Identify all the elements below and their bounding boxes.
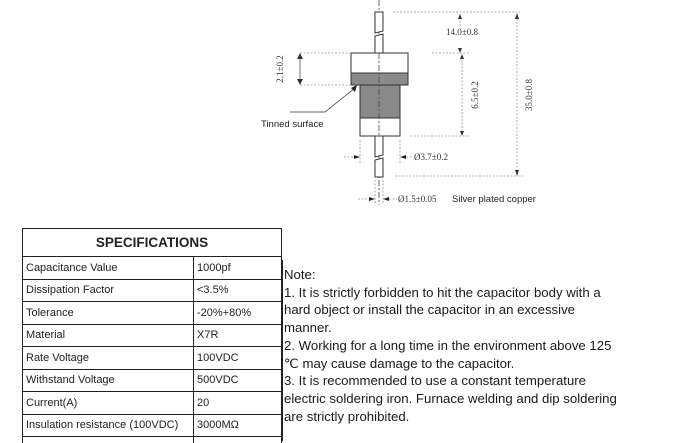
notes-heading: Note:: [284, 266, 654, 284]
spec-key: Rate Voltage: [23, 347, 194, 370]
specifications-title: SPECIFICATIONS: [23, 229, 282, 257]
spec-value: <3.5%: [194, 279, 282, 302]
table-row: Tolerance-20%+80%: [23, 302, 282, 325]
cap-length-dimension: 2.1±0.2: [275, 53, 350, 85]
lead-diameter-dimension: Ø1.5±0.05 Silver plated copper: [358, 180, 536, 205]
body-diameter-dimension: Ø3.7±0.2: [344, 140, 448, 165]
spec-value: X7R: [194, 324, 282, 347]
bottom-lead: [375, 136, 383, 177]
table-row-partial: [23, 437, 282, 443]
note-line: 1. It is strictly forbidden to hit the c…: [284, 284, 654, 302]
spec-value: 500VDC: [194, 369, 282, 392]
notes-divider: [282, 260, 283, 441]
spec-key: Capacitance Value: [23, 257, 194, 280]
tinned-band: [351, 73, 408, 85]
note-line: manner.: [284, 319, 654, 337]
spec-key: Withstand Voltage: [23, 369, 194, 392]
capacitor-dimension-drawing: 2.1±0.2 Tinned surface 14.0±0.8 6.5±0.2 …: [0, 0, 700, 215]
body-length-dimension: 6.5±0.2: [410, 54, 480, 136]
capacitor-body-bottom: [360, 118, 400, 136]
spec-key: Insulation resistance (100VDC): [23, 414, 194, 437]
note-line: hard object or install the capacitor in …: [284, 301, 654, 319]
note-line: 2. Working for a long time in the enviro…: [284, 337, 654, 355]
tinned-surface-callout: Tinned surface: [261, 85, 357, 130]
cap-length-label: 2.1±0.2: [275, 55, 285, 82]
lead-material-label: Silver plated copper: [452, 194, 536, 205]
total-length-label: 35.0±0.8: [524, 79, 534, 111]
lead-diameter-label: Ø1.5±0.05: [398, 194, 437, 204]
lead-length-dimension: 14.0±0.8: [393, 12, 520, 53]
lead-length-label: 14.0±0.8: [446, 27, 478, 37]
body-diameter-label: Ø3.7±0.2: [414, 152, 448, 162]
table-row: Insulation resistance (100VDC)3000MΩ: [23, 414, 282, 437]
spec-value: 1000pf: [194, 257, 282, 280]
capacitor-cap-top: [351, 53, 408, 73]
note-line: are strictly prohibited.: [284, 408, 654, 426]
spec-value: -20%+80%: [194, 302, 282, 325]
spec-key: Current(A): [23, 392, 194, 415]
body-length-label: 6.5±0.2: [470, 81, 480, 108]
capacitor-body-tinned: [360, 85, 400, 118]
table-row: Dissipation Factor<3.5%: [23, 279, 282, 302]
spec-key: Material: [23, 324, 194, 347]
spec-value: 3000MΩ: [194, 414, 282, 437]
table-row: Current(A)20: [23, 392, 282, 415]
spec-key: Dissipation Factor: [23, 279, 194, 302]
notes-section: Note: 1. It is strictly forbidden to hit…: [284, 266, 654, 425]
top-lead: [375, 12, 383, 53]
spec-value: 100VDC: [194, 347, 282, 370]
spec-value: 20: [194, 392, 282, 415]
tinned-surface-label: Tinned surface: [261, 119, 324, 130]
spec-key: Tolerance: [23, 302, 194, 325]
note-line: electric soldering iron. Furnace welding…: [284, 390, 654, 408]
note-line: 3. It is recommended to use a constant t…: [284, 372, 654, 390]
note-line: ℃ may cause damage to the capacitor.: [284, 355, 654, 373]
